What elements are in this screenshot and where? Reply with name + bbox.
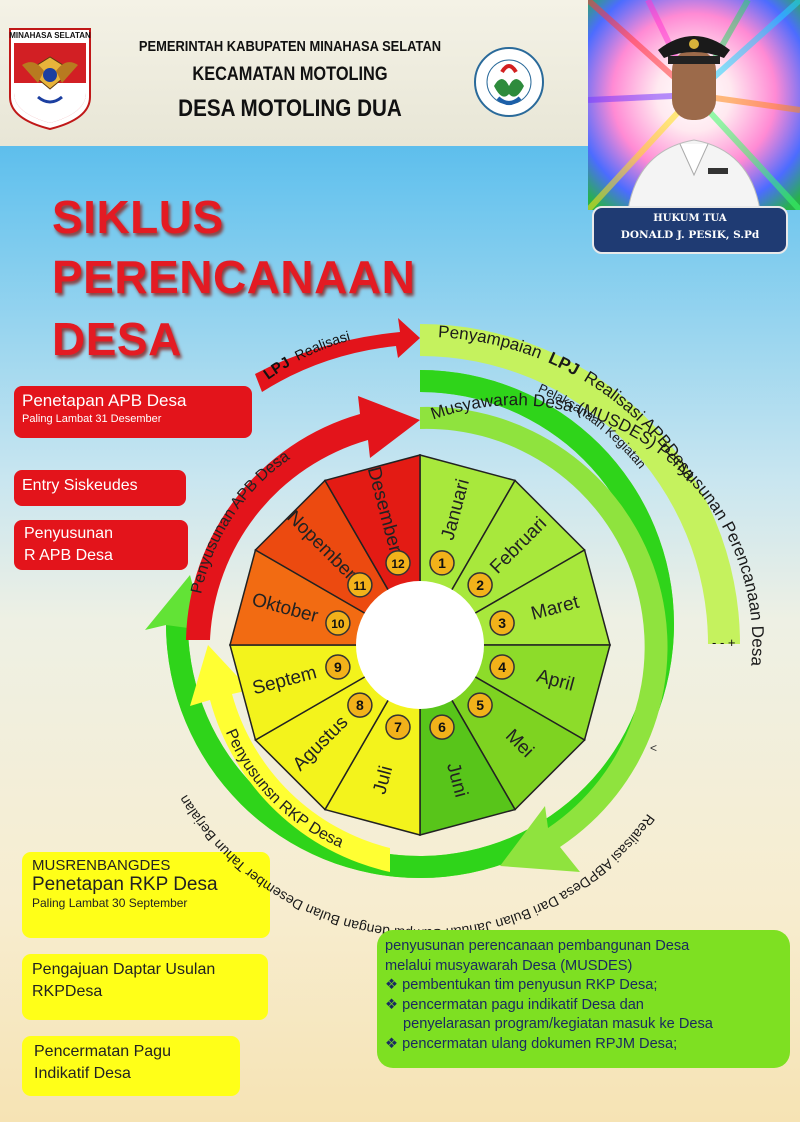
- info-item3: ❖ pencermatan ulang dokumen RPJM Desa;: [385, 1035, 782, 1055]
- wheel-center: [356, 581, 484, 709]
- info-item2: ❖ pencermatan pagu indikatif Desa dan: [385, 996, 782, 1016]
- month-number-12: 12: [391, 557, 405, 571]
- pagu-line2: Indikatif Desa: [34, 1065, 131, 1082]
- info-item1: ❖ pembentukan tim penyusun RKP Desa;: [385, 976, 782, 996]
- apb-desa-note: Paling Lambat 31 Desember: [22, 413, 162, 425]
- month-number-circle-7: [385, 714, 411, 740]
- small-arrow-mark: <: [650, 741, 657, 755]
- village-line: DESA MOTOLING DUA: [178, 95, 402, 122]
- month-number-11: 11: [354, 579, 367, 593]
- government-line: PEMERINTAH KABUPATEN MINAHASA SELATAN: [138, 38, 442, 55]
- month-number-circle-6: [429, 714, 455, 740]
- daptar-line1: Pengajuan Daptar Usulan: [32, 961, 216, 978]
- district-line: KECAMATAN MOTOLING: [192, 64, 388, 85]
- daptar-usulan-box: Pengajuan Daptar Usulan RKPDesa: [22, 954, 268, 1020]
- info-item2-text: pencermatan pagu indikatif Desa dan: [402, 996, 644, 1013]
- month-number-circle-2: [467, 572, 493, 598]
- month-number-circle-3: [489, 610, 515, 636]
- month-number-1: 1: [438, 555, 446, 571]
- pagu-indikatif-box: Pencermatan Pagu Indikatif Desa: [22, 1036, 240, 1096]
- month-number-4: 4: [498, 659, 506, 675]
- bullet-icon: ❖: [385, 977, 399, 994]
- month-number-circle-5: [467, 692, 493, 718]
- month-number-5: 5: [476, 697, 484, 713]
- apb-desa-title: Penetapan APB Desa: [22, 391, 187, 410]
- entry-siskeudes-box: Entry Siskeudes: [14, 470, 186, 506]
- apb-desa-box: Penetapan APB Desa Paling Lambat 31 Dese…: [14, 386, 252, 438]
- month-number-7: 7: [394, 719, 402, 735]
- rapb-line1: Penyusunan: [24, 525, 113, 542]
- month-number-8: 8: [356, 697, 364, 713]
- month-number-circle-8: [347, 692, 373, 718]
- rkp-desa-note: Paling Lambat 30 September: [32, 896, 188, 910]
- bullet-icon: ❖: [385, 996, 399, 1013]
- month-number-6: 6: [438, 719, 446, 735]
- musdes-info-box: penyusunan perencanaan pembangunan Desa …: [377, 930, 790, 1068]
- ministry-logo: [474, 47, 544, 117]
- month-number-circle-9: [325, 654, 351, 680]
- minus-plus-mark: - - +: [712, 635, 735, 650]
- official-name: DONALD J. PESIK, S.Pd: [620, 229, 760, 241]
- main-title-line1: SIKLUS: [52, 191, 224, 243]
- lpj-realisasi-arrow: [255, 318, 420, 392]
- info-intro-line1: penyusunan perencanaan pembangunan Desa: [385, 938, 690, 954]
- official-portrait: [588, 0, 800, 210]
- rkp-desa-box: MUSRENBANGDES Penetapan RKP Desa Paling …: [22, 852, 270, 938]
- penyampaian-arrow: [420, 324, 740, 644]
- rapb-desa-box: Penyusunan R APB Desa: [14, 520, 188, 570]
- month-number-2: 2: [476, 577, 484, 593]
- pagu-line1: Pencermatan Pagu: [34, 1043, 171, 1060]
- month-number-circle-4: [489, 654, 515, 680]
- regency-seal-logo: MINAHASA SELATAN: [9, 28, 91, 131]
- month-number-circle-1: [429, 550, 455, 576]
- month-number-circle-10: [325, 610, 351, 636]
- entry-siskeudes-label: Entry Siskeudes: [22, 477, 138, 494]
- main-title-line2: PERENCANAAN: [52, 251, 416, 303]
- month-number-9: 9: [334, 659, 342, 675]
- daptar-line2: RKPDesa: [32, 983, 103, 1000]
- month-number-circle-11: [347, 572, 373, 598]
- main-title-line3: DESA: [52, 313, 182, 365]
- seal-label: MINAHASA SELATAN: [9, 31, 91, 40]
- rkp-desa-title: Penetapan RKP Desa: [32, 874, 218, 895]
- info-item2-line2: penyelarasan program/kegiatan masuk ke D…: [403, 1016, 713, 1033]
- info-item1-text: pembentukan tim penyusun RKP Desa;: [402, 977, 658, 994]
- info-intro-line2: melalui musyawarah Desa (MUSDES): [385, 957, 633, 974]
- official-name-badge: HUKUM TUA DONALD J. PESIK, S.Pd: [592, 206, 788, 254]
- musrenbangdes-label: MUSRENBANGDES: [32, 857, 171, 874]
- official-title: HUKUM TUA: [653, 213, 727, 224]
- bullet-icon: ❖: [385, 1035, 399, 1052]
- rapb-line2: R APB Desa: [24, 547, 113, 564]
- month-number-circle-12: [385, 550, 411, 576]
- penyusunan-apb-arrow: [186, 396, 420, 640]
- penyusunan-rkp-arrow: [190, 645, 390, 872]
- month-number-3: 3: [498, 615, 506, 631]
- month-number-10: 10: [331, 617, 345, 631]
- info-item3-text: pencermatan ulang dokumen RPJM Desa;: [402, 1035, 678, 1052]
